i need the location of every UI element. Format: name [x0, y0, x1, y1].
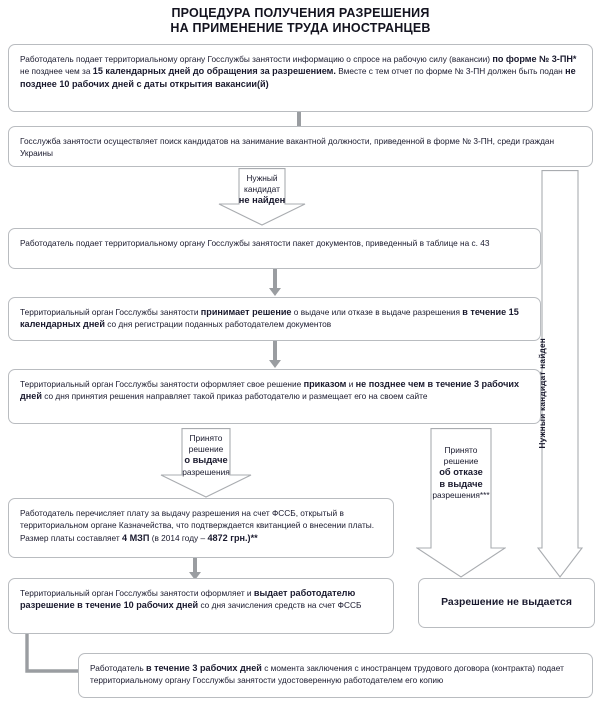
step9-frag-c: с момента заключения с иностранцем трудо…	[90, 663, 564, 686]
step6-frag-b: 4 МЗП	[121, 532, 150, 543]
step-box-permit-not-issued: Разрешение не выдается	[418, 578, 595, 628]
dr-line5: разрешения***	[432, 489, 490, 500]
dr-line4: в выдаче	[439, 478, 483, 489]
step5-frag-b: приказом	[303, 379, 347, 389]
step9-frag-a: Работодатель	[90, 663, 146, 673]
dr-line2: решение	[443, 456, 479, 467]
dr-line1: Принято	[444, 445, 478, 455]
step7-frag-b: выдает работодателю разрешение в течение…	[20, 588, 356, 611]
step4-text: Территориальный орган Госслужбы занятост…	[20, 306, 529, 331]
connector-shaft	[273, 269, 277, 288]
block-arrow-vertical-shape-icon	[537, 170, 583, 578]
dg-line2: решение	[188, 444, 224, 455]
block-arrow-shape-icon	[218, 168, 306, 226]
step5-frag-e: со дня принятия решения направляет такой…	[41, 391, 428, 402]
dg-line4: разрешения	[182, 466, 230, 477]
decision-refuse-permit-arrow: Принято решение об отказе в выдаче разре…	[416, 428, 506, 578]
candidate-found-arrow: Нужный кандидат найден	[537, 170, 583, 578]
block-arrow-shape-icon	[416, 428, 506, 578]
connector-shaft	[297, 112, 301, 126]
step8-text: Разрешение не выдается	[441, 597, 572, 609]
step5-frag-c: и	[346, 379, 356, 389]
cnf-line3: не найден	[238, 195, 286, 206]
step4-frag-d: в течение 15 календарных дней	[20, 307, 519, 330]
dg-line1: Принято	[189, 433, 223, 443]
arrow-head-icon	[269, 288, 281, 296]
step4-frag-c: о выдаче или отказе в выдаче разрешения	[291, 307, 463, 317]
page-title-line2: НА ПРИМЕНЕНИЕ ТРУДА ИНОСТРАНЦЕВ	[170, 21, 431, 35]
step6-frag-a: Работодатель перечисляет плату за выдачу…	[20, 508, 375, 543]
connector-step6-step7	[188, 558, 202, 580]
step4-frag-b: принимает решение	[200, 307, 292, 317]
step-box-decision-formalized-by-order: Территориальный орган Госслужбы занятост…	[8, 369, 541, 424]
decision-refuse-label: Принято решение об отказе в выдаче разре…	[416, 428, 506, 501]
connector-shaft	[193, 558, 197, 572]
step1-frag-e: Вместе с тем отчет по форме № 3-ПН долже…	[335, 66, 566, 77]
page-title: ПРОЦЕДУРА ПОЛУЧЕНИЯ РАЗРЕШЕНИЯ НА ПРИМЕН…	[0, 6, 601, 36]
candidate-not-found-arrow: Нужный кандидат не найден	[218, 168, 306, 226]
step-box-employer-submits-document-package: Работодатель подает территориальному орг…	[8, 228, 541, 269]
cnf-line1: Нужный	[246, 173, 278, 183]
dg-line3: о выдаче	[184, 455, 228, 466]
step1-text: Работодатель подает территориальному орг…	[20, 53, 581, 90]
step1-frag-b: по форме № 3-ПН*	[492, 54, 577, 64]
step1-frag-f: не позднее 10 рабочих дней с даты открыт…	[20, 66, 576, 89]
connector-step4-step5	[268, 341, 282, 368]
step-box-employer-submits-contract-copy: Работодатель в течение 3 рабочих дней с …	[78, 653, 593, 698]
step2-text: Госслужба занятости осуществляет поиск к…	[20, 136, 555, 159]
step-box-employment-service-searches-candidates: Госслужба занятости осуществляет поиск к…	[8, 126, 593, 167]
cnf-line2: кандидат	[244, 184, 280, 195]
step-box-employer-pays-fee: Работодатель перечисляет плату за выдачу…	[8, 498, 394, 558]
step6-frag-c: (в 2014 году –	[149, 532, 208, 543]
step6-frag-d: 4872 грн.)**	[207, 532, 258, 543]
decision-grant-label: Принято решение о выдаче разрешения	[160, 428, 252, 478]
arrow-head-icon	[269, 360, 281, 368]
step4-frag-e: со дня регистрации поданных работодателе…	[104, 319, 332, 330]
step1-frag-a: Работодатель подает территориальному орг…	[20, 54, 493, 64]
step4-frag-a: Территориальный орган Госслужбы занятост…	[20, 307, 201, 317]
step-box-employer-submits-vacancy-info: Работодатель подает территориальному орг…	[8, 44, 593, 112]
candidate-not-found-label: Нужный кандидат не найден	[218, 168, 306, 207]
step5-frag-a: Территориальный орган Госслужбы занятост…	[20, 379, 304, 389]
connector-step3-step4	[268, 269, 282, 296]
step9-frag-b: в течение 3 рабочих дней	[145, 663, 262, 673]
candidate-found-label: Нужный кандидат найден	[537, 338, 547, 449]
step1-frag-d: 15 календарных дней до обращения за разр…	[92, 66, 336, 77]
step-box-permit-issued-to-employer: Территориальный орган Госслужбы занятост…	[8, 578, 394, 634]
step7-text: Территориальный орган Госслужбы занятост…	[20, 587, 382, 612]
decision-grant-permit-arrow: Принято решение о выдаче разрешения	[160, 428, 252, 498]
arrow-head-icon	[189, 572, 201, 580]
step5-text: Территориальный орган Госслужбы занятост…	[20, 378, 529, 403]
step9-text: Работодатель в течение 3 рабочих дней с …	[90, 662, 581, 687]
step3-text: Работодатель подает территориальному орг…	[20, 238, 490, 248]
dr-line3: об отказе	[439, 467, 483, 478]
step7-frag-c: со дня зачисления средств на счет ФССБ	[198, 600, 362, 611]
step5-frag-d: не позднее чем в течение 3 рабочих дней	[20, 379, 520, 402]
block-arrow-shape-icon	[160, 428, 252, 498]
step1-frag-c: не позднее чем за	[20, 66, 93, 77]
step7-frag-a: Территориальный орган Госслужбы занятост…	[20, 588, 254, 598]
page-title-line1: ПРОЦЕДУРА ПОЛУЧЕНИЯ РАЗРЕШЕНИЯ	[171, 6, 430, 20]
step-box-territorial-body-makes-decision: Территориальный орган Госслужбы занятост…	[8, 297, 541, 341]
connector-shaft	[273, 341, 277, 360]
step6-text: Работодатель перечисляет плату за выдачу…	[20, 507, 382, 544]
